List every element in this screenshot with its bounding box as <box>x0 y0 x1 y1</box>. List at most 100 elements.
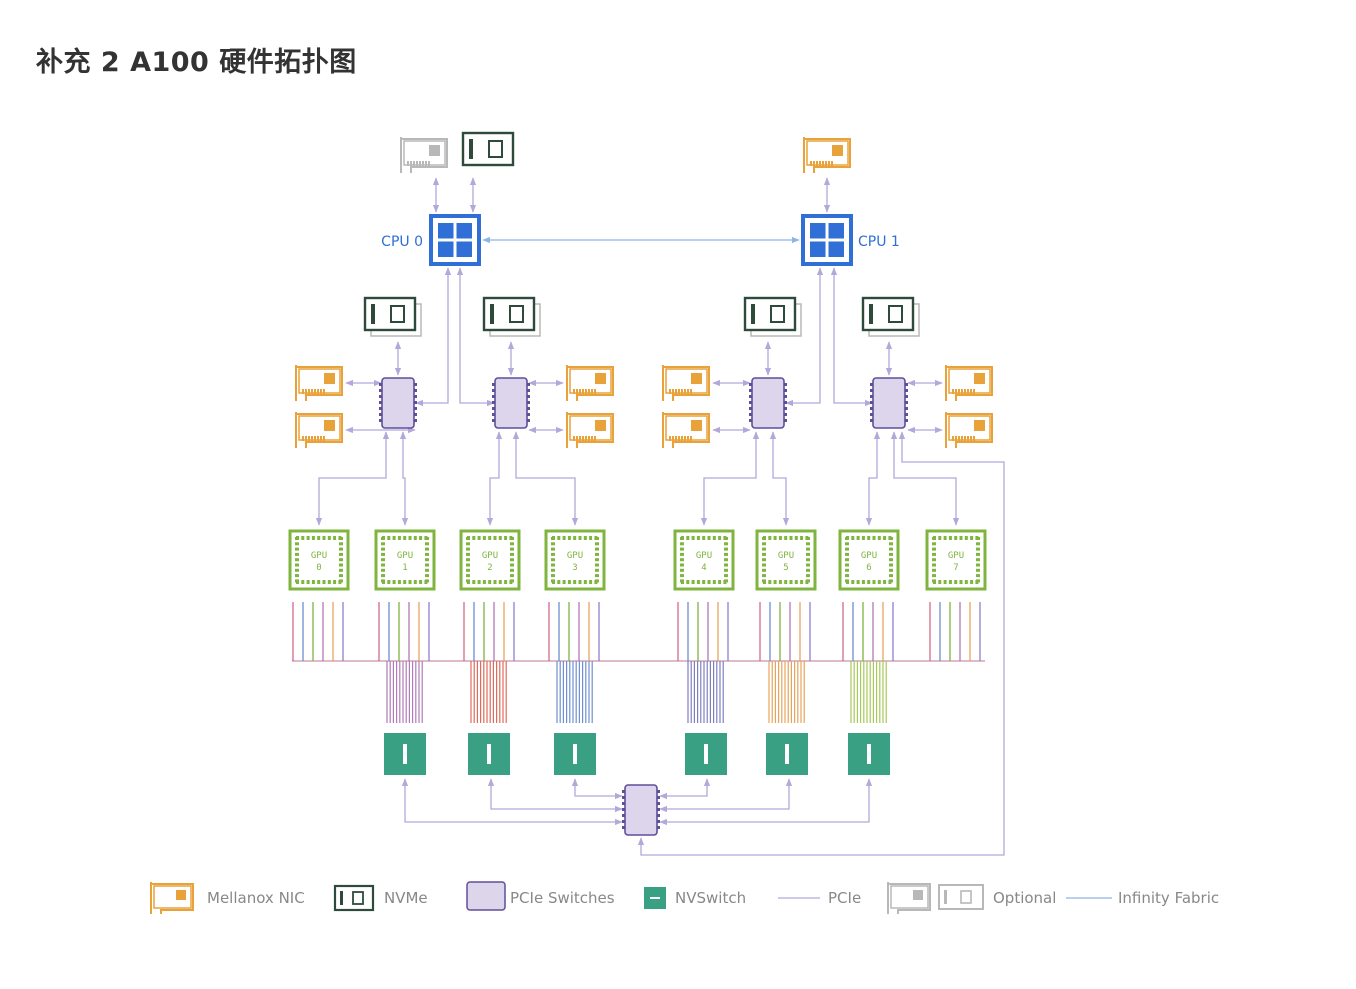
gpu-pad <box>311 580 315 584</box>
gpu-pad <box>773 580 777 584</box>
gpu-pad <box>583 580 587 584</box>
nic-pin <box>311 436 313 441</box>
gpu-pad <box>583 536 587 540</box>
gpu-pad <box>339 542 343 546</box>
gpu-pad <box>773 536 777 540</box>
mellanox-nic-icon <box>295 412 343 448</box>
gpu-pad <box>551 542 555 546</box>
switch-pin <box>905 383 908 386</box>
gpu-body <box>673 529 735 591</box>
gpu-pad <box>976 558 980 562</box>
gpu-pad <box>477 580 481 584</box>
nic-pin <box>582 389 584 394</box>
switch-pin <box>657 790 660 793</box>
gpu-pad <box>311 536 315 540</box>
switch-pin <box>784 407 787 410</box>
gpu-pad <box>333 580 337 584</box>
gpu-pad <box>488 580 492 584</box>
gpu-pad <box>959 580 963 584</box>
gpu-index: 6 <box>866 563 871 573</box>
gpu-pad <box>806 574 810 578</box>
switch-pin <box>379 419 382 422</box>
gpu-pad <box>317 580 321 584</box>
nvswitch-mark <box>704 744 708 764</box>
switch-pin <box>492 401 495 404</box>
gpu-index: 3 <box>572 563 577 573</box>
gpu-pad <box>551 568 555 572</box>
gpu-pad <box>482 536 486 540</box>
gpu-pad <box>959 536 963 540</box>
gpu-pad <box>466 579 470 583</box>
gpu-pad <box>702 580 706 584</box>
switch-pin <box>870 383 873 386</box>
gpu-pad <box>510 579 514 583</box>
nvswitch-5 <box>848 733 890 775</box>
gpu-pad <box>707 536 711 540</box>
mellanox-nic-icon <box>295 365 343 401</box>
nic-pin <box>970 389 972 394</box>
gpu-pad <box>932 542 936 546</box>
gpu-pad <box>425 547 429 551</box>
gpu-pad <box>295 552 299 556</box>
gpu-pad <box>964 536 968 540</box>
gpu-pad <box>845 558 849 562</box>
nic-chip <box>974 373 985 384</box>
switch-pin <box>414 389 417 392</box>
gpu-pad <box>724 574 728 578</box>
gpu-pad <box>578 580 582 584</box>
gpu-pad <box>724 542 728 546</box>
legend-infinity-fabric-label: Infinity Fabric <box>1118 889 1219 907</box>
gpu-pad <box>425 563 429 567</box>
gpu-pad <box>381 552 385 556</box>
gpu-pad <box>295 547 299 551</box>
gpu-pad <box>762 568 766 572</box>
gpu-pad <box>381 558 385 562</box>
nic-pin <box>690 389 692 394</box>
nvswitch-3 <box>685 733 727 775</box>
gpu-name: GPU <box>696 551 712 561</box>
switch-pin <box>527 395 530 398</box>
nvme-chip <box>770 305 785 323</box>
gpu-pad <box>333 536 337 540</box>
gpu-pad <box>932 552 936 556</box>
gpu-pad <box>718 580 722 584</box>
nvswitch-mark <box>573 744 577 764</box>
nvme-edge <box>469 139 473 159</box>
gpu-pad <box>724 547 728 551</box>
switch-pin <box>657 826 660 829</box>
nic-pin <box>416 161 418 166</box>
pcie-link <box>571 778 623 800</box>
nic-pin <box>690 436 692 441</box>
gpu-pad <box>932 574 936 578</box>
nic-pin <box>678 436 680 441</box>
nic-pin <box>573 436 575 441</box>
gpu-pad <box>856 580 860 584</box>
switch-pin <box>905 407 908 410</box>
nic-bracket <box>887 882 931 914</box>
nic-pin <box>675 436 677 441</box>
gpu-pad <box>567 536 571 540</box>
switch-pin <box>784 401 787 404</box>
gpu-pad <box>762 574 766 578</box>
nvswitch-mark <box>785 744 789 764</box>
gpu-pad <box>976 568 980 572</box>
legend-optional-nvme-icon <box>938 884 984 910</box>
nic-pin <box>955 436 957 441</box>
gpu-pad <box>845 574 849 578</box>
nic-bracket <box>295 412 343 448</box>
gpu-pad <box>680 542 684 546</box>
gpu-pad <box>551 574 555 578</box>
nvme-chip <box>390 305 405 323</box>
nic-chip <box>324 420 335 431</box>
gpu-pad <box>883 580 887 584</box>
nic-pin <box>816 161 818 166</box>
gpu-pad <box>861 580 865 584</box>
pcie-link <box>830 267 873 407</box>
mellanox-nic-icon <box>662 365 710 401</box>
nic-pin <box>961 436 963 441</box>
switch-pin <box>492 413 495 416</box>
gpu-pad <box>381 542 385 546</box>
